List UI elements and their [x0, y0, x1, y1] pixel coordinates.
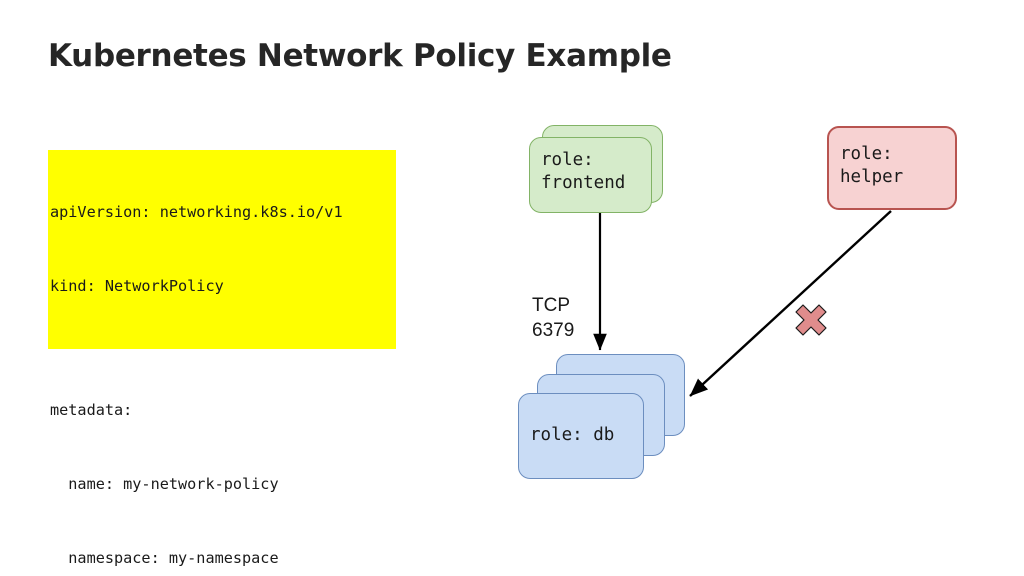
node-helper[interactable]: [827, 126, 957, 210]
yaml-code-block: apiVersion: networking.k8s.io/v1 kind: N…: [48, 101, 478, 576]
edge-helper-to-db: [689, 210, 892, 397]
yaml-line: name: my-network-policy: [50, 474, 279, 493]
node-db-label: role: db: [530, 425, 615, 445]
yaml-line: apiVersion: networking.k8s.io/v1: [50, 203, 343, 222]
yaml-highlighted-region: apiVersion: networking.k8s.io/v1 kind: N…: [48, 150, 396, 349]
node-frontend-label: role: frontend: [541, 150, 626, 193]
blocked-x-icon: [795, 304, 827, 336]
edge-label-tcp-6379: TCP 6379: [532, 295, 575, 341]
node-db[interactable]: [518, 393, 644, 479]
yaml-line: namespace: my-namespace: [50, 548, 279, 567]
page-title: Kubernetes Network Policy Example: [48, 38, 672, 74]
yaml-line: kind: NetworkPolicy: [50, 277, 224, 296]
yaml-line: metadata:: [50, 401, 133, 420]
node-frontend[interactable]: [529, 137, 652, 213]
node-helper-label: role: helper: [840, 144, 904, 187]
